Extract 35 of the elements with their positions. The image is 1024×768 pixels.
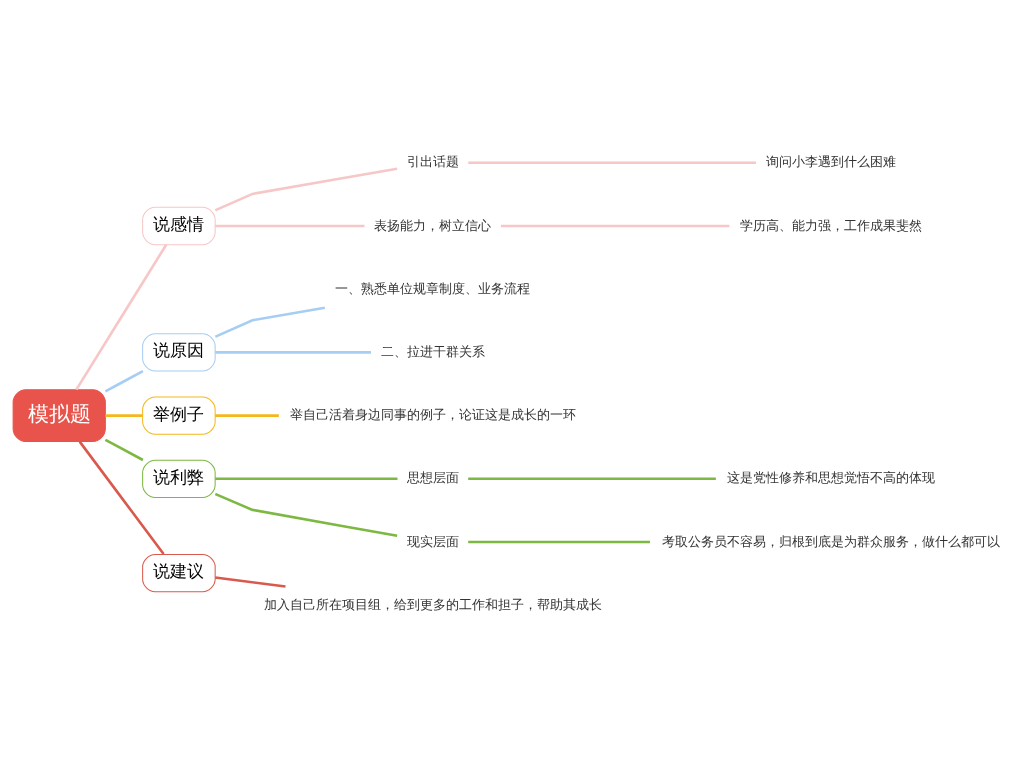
connector <box>104 438 144 462</box>
node-text: 考取公务员不容易，归根到底是为群众服务，做什么都可以 <box>661 533 1000 549</box>
connector <box>500 224 730 228</box>
node-text: 思想层面 <box>406 470 459 486</box>
node-box: 说原因 <box>142 333 216 372</box>
node-text: 学历高、能力强，工作成果斐然 <box>739 217 922 233</box>
connector <box>468 477 716 481</box>
connector <box>215 414 279 417</box>
node-text: 这是党性修养和思想觉悟不高的体现 <box>726 470 935 486</box>
connector <box>78 440 165 555</box>
node-text: 现实层面 <box>406 533 459 549</box>
connector <box>75 244 168 391</box>
node-box: 举例子 <box>142 396 216 435</box>
connector <box>215 477 398 481</box>
connector <box>215 576 286 588</box>
connector <box>214 167 398 212</box>
node-box: 说利弊 <box>142 459 216 498</box>
node-box: 模拟题 <box>12 389 106 442</box>
connector <box>104 370 144 393</box>
node-text: 引出话题 <box>406 154 459 170</box>
connector <box>468 161 756 165</box>
node-text: 加入自己所在项目组，给到更多的工作和担子，帮助其成长 <box>263 596 602 612</box>
node-box: 说建议 <box>142 553 216 593</box>
node-text: 询问小李遇到什么困难 <box>765 154 896 170</box>
node-text: 表扬能力，树立信心 <box>374 217 492 233</box>
connector <box>215 351 371 354</box>
node-text: 举自己活着身边同事的例子，论证这是成长的一环 <box>289 407 576 423</box>
connector <box>468 540 650 544</box>
node-text: 二、拉进干群关系 <box>380 343 485 359</box>
connector <box>215 224 365 228</box>
connector <box>105 414 143 417</box>
connector <box>214 306 326 338</box>
node-box: 说感情 <box>142 206 216 246</box>
node-text: 一、熟悉单位规章制度、业务流程 <box>335 280 531 296</box>
connector <box>214 492 398 538</box>
